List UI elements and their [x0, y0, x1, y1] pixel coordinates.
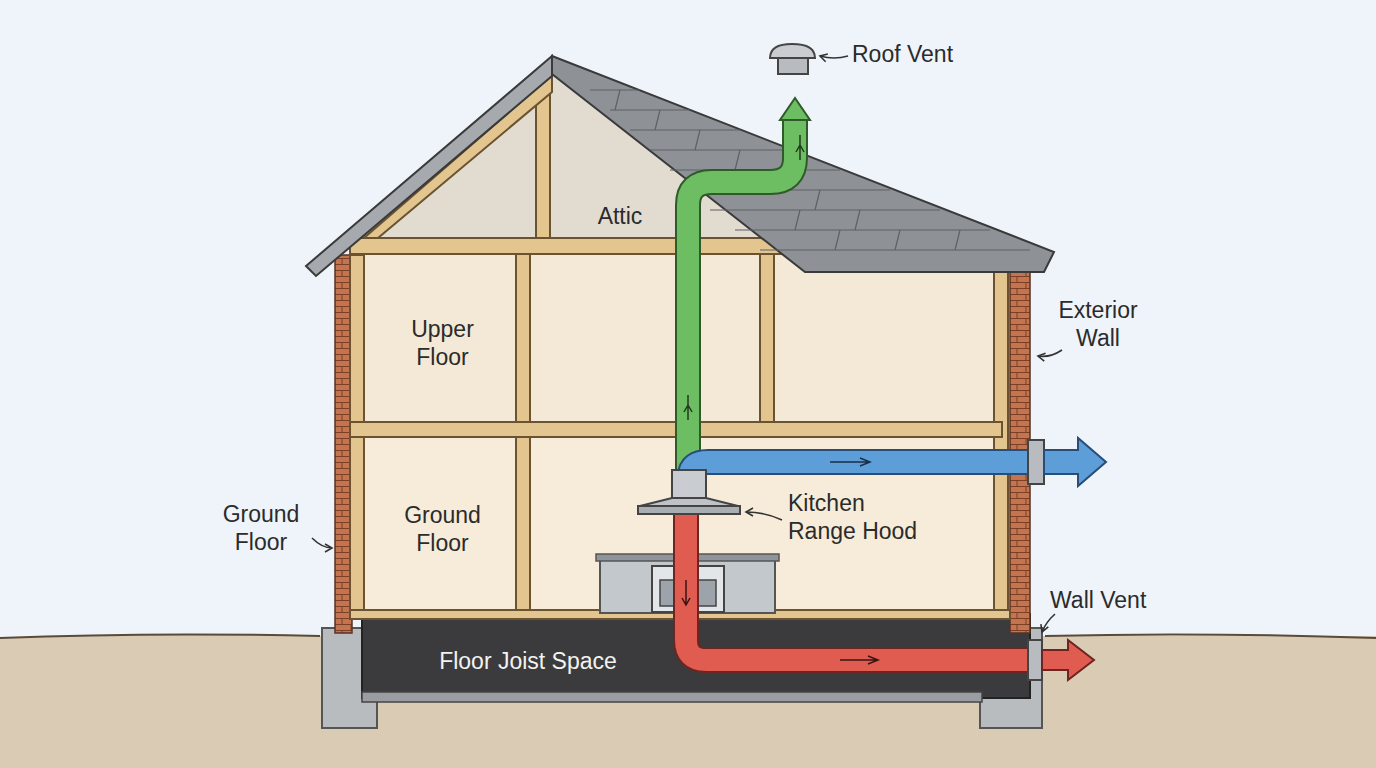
part-label: Kitchen Range Hood — [788, 489, 923, 545]
duct-arrowhead — [1044, 438, 1106, 486]
flow-arrow — [796, 135, 804, 160]
roof-vent-cap — [770, 44, 815, 58]
room-region: Upper Floor — [375, 296, 510, 392]
region-name: Floor Joist Space — [439, 648, 617, 676]
flow-arrow — [840, 656, 878, 664]
region-name: Attic — [598, 203, 643, 231]
wall-vent-cap — [1028, 440, 1044, 484]
floor-slab — [362, 692, 982, 702]
region-name: Ground Floor — [387, 502, 499, 557]
part-label: Roof Vent — [852, 40, 992, 68]
flow-arrow — [682, 580, 690, 605]
duct-arrowhead — [1042, 640, 1094, 680]
joist-space-band: Floor Joist Space — [372, 640, 684, 684]
part-label: Wall Vent — [1050, 586, 1180, 614]
part-label: Exterior Wall — [1042, 296, 1154, 352]
wall-vent-cap — [1028, 640, 1042, 680]
attic-region: Attic — [555, 198, 685, 236]
hood-chimney — [672, 470, 706, 498]
flow-arrow — [830, 458, 870, 466]
roof-vent — [778, 58, 808, 74]
region-name: Upper Floor — [387, 316, 499, 371]
range-hood — [638, 506, 740, 514]
room-region: Ground Floor — [375, 482, 510, 578]
part-label: Ground Floor — [205, 500, 317, 556]
shingle-lines — [590, 90, 1030, 250]
roof-edge — [306, 56, 552, 276]
duct-outline — [688, 118, 795, 470]
flow-arrow — [684, 395, 692, 420]
roof-duct — [688, 118, 795, 470]
range-hood — [640, 498, 738, 506]
leader-line — [312, 56, 1062, 632]
duct-arrowhead — [780, 98, 810, 120]
